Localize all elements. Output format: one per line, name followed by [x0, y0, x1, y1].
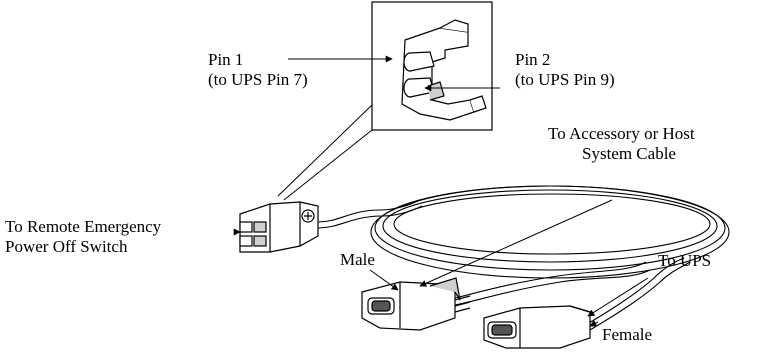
accessory-sublabel: System Cable	[582, 144, 676, 163]
male-db9-connector	[361, 277, 471, 331]
male-label: Male	[340, 250, 375, 269]
to-ups-label: To UPS	[658, 251, 712, 270]
female-arrow	[589, 320, 599, 327]
pin2-label: Pin 2	[515, 50, 551, 69]
inset-leader-left	[283, 129, 373, 201]
to-ups-arrow	[587, 277, 649, 317]
inset-leader-right	[277, 104, 373, 197]
cable-coil	[370, 185, 730, 279]
accessory-arrow	[419, 199, 613, 287]
female-label: Female	[602, 325, 653, 344]
female-db9-connector	[483, 305, 591, 349]
remote-switch-sublabel: Power Off Switch	[5, 237, 128, 256]
pin2-sublabel: (to UPS Pin 9)	[515, 70, 615, 89]
male-arrow	[369, 269, 399, 291]
cable-to-coil	[317, 199, 421, 223]
accessory-label: To Accessory or Host	[548, 124, 695, 143]
repo-connector	[239, 201, 319, 253]
remote-switch-label: To Remote Emergency	[5, 217, 162, 236]
pin1-sublabel: (to UPS Pin 7)	[208, 70, 308, 89]
inset-connector	[401, 19, 487, 121]
inset-detail-box	[371, 1, 493, 131]
pin1-label: Pin 1	[208, 50, 244, 69]
